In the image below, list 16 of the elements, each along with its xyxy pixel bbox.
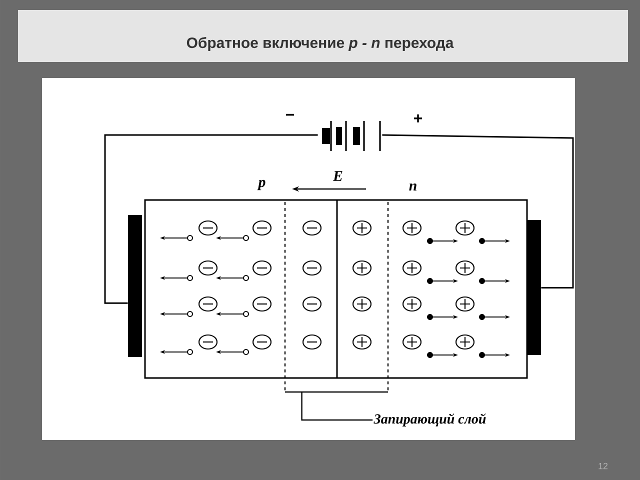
depletion-layer (284, 202, 389, 393)
sign: − (286, 114, 294, 116)
wire (104, 134, 318, 304)
region-letter: p (257, 180, 266, 190)
field-letter: E (332, 171, 342, 181)
leader-line (301, 392, 373, 421)
electrode-plate (128, 215, 142, 357)
slide-title: Обратное включение p - n перехода (186, 36, 454, 52)
sign: + (414, 114, 422, 122)
wire (382, 134, 574, 289)
page-number: 12 (598, 462, 608, 470)
battery-symbol (322, 120, 381, 152)
layer-caption: Запирающий слой (374, 413, 486, 426)
region-letter: n (409, 183, 416, 191)
crystal-box (144, 199, 528, 379)
electrode-plate (527, 220, 541, 355)
